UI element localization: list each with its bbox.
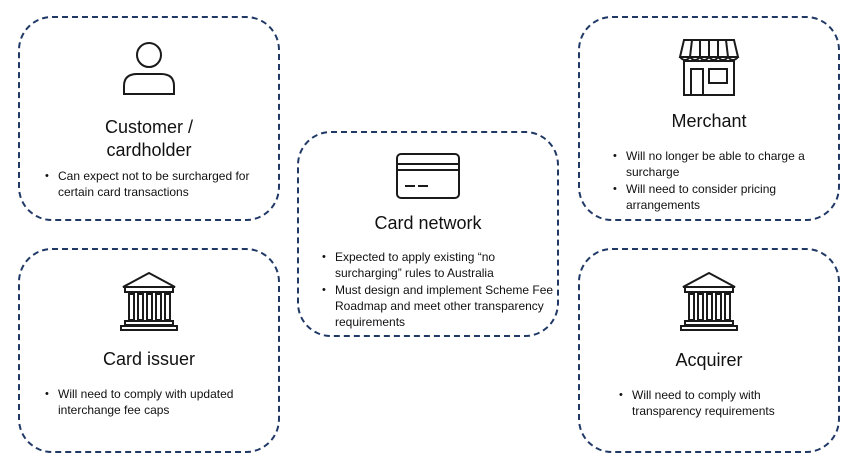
customer-bullets: Can expect not to be surcharged for cert…: [42, 168, 274, 201]
storefront-icon: [678, 37, 740, 99]
card-network-title: Card network: [374, 213, 482, 233]
credit-card-icon: [395, 152, 461, 200]
card-issuer-title: Card issuer: [102, 349, 196, 369]
customer-title: Customer / cardholder: [20, 116, 278, 162]
merchant-bullets: Will no longer be able to charge a surch…: [610, 148, 832, 214]
customer-card: Customer / cardholder Can expect not to …: [18, 16, 280, 221]
merchant-card: Merchant Will no longer be able to charg…: [578, 16, 840, 221]
merchant-bullet: Will need to consider pricing arrangemen…: [610, 181, 832, 213]
card-issuer-bullet: Will need to comply with updated interch…: [42, 386, 274, 418]
customer-title-line2: cardholder: [106, 140, 192, 160]
person-icon: [119, 38, 179, 98]
acquirer-title: Acquirer: [675, 350, 743, 370]
card-issuer-card: Card issuer Will need to comply with upd…: [18, 248, 280, 453]
customer-bullet: Can expect not to be surcharged for cert…: [42, 168, 274, 200]
card-network-bullet: Must design and implement Scheme Fee Roa…: [319, 282, 555, 330]
bank-icon: [118, 270, 180, 332]
merchant-title: Merchant: [671, 111, 747, 131]
merchant-bullet: Will no longer be able to charge a surch…: [610, 148, 832, 180]
card-network-bullet: Expected to apply existing “no surchargi…: [319, 249, 555, 281]
customer-title-line1: Customer /: [104, 117, 194, 137]
card-network-card: Card network Expected to apply existing …: [297, 131, 559, 337]
bank-icon: [678, 270, 740, 332]
card-network-bullets: Expected to apply existing “no surchargi…: [319, 249, 555, 331]
card-issuer-bullets: Will need to comply with updated interch…: [42, 386, 274, 419]
acquirer-card: Acquirer Will need to comply with transp…: [578, 248, 840, 453]
acquirer-bullet: Will need to comply with transparency re…: [616, 387, 832, 419]
acquirer-bullets: Will need to comply with transparency re…: [616, 387, 832, 420]
